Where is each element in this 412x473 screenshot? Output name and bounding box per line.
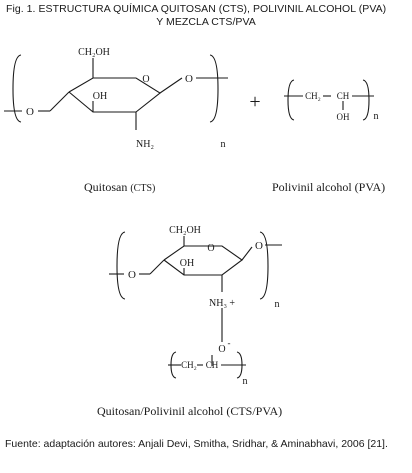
blend-ring-oxygen: O — [207, 243, 214, 254]
chemical-structure-diagram: CH₂OH O OH NH₂ O O n Quitosan (CTS) + CH… — [4, 47, 385, 418]
pva-ch-label: CH — [337, 91, 350, 101]
chitosan-right-bridge-oxygen: O — [185, 73, 193, 85]
blend-nh3-label: NH₃ + — [209, 298, 235, 309]
blend-repeat-n: n — [275, 299, 280, 310]
blend-right-bracket — [259, 231, 269, 300]
source-note: Fuente: adaptación autores: Anjali Devi,… — [5, 438, 388, 450]
pva-structure: CH₂ CH OH n Polivinil alcohol (PVA) — [272, 79, 385, 194]
blend-ch2-label: CH₂ — [181, 360, 197, 370]
chitosan-ring-oxygen: O — [142, 74, 149, 85]
blend-caption: Quitosan/Polivinil alcohol (CTS/PVA) — [97, 404, 282, 418]
chitosan-caption: Quitosan (CTS) — [84, 180, 155, 194]
blend-right-bridge-oxygen: O — [255, 240, 263, 252]
pva-ch2-label: CH₂ — [305, 91, 321, 101]
plus-operator: + — [249, 91, 260, 113]
blend-ch2oh-label: CH₂OH — [169, 225, 201, 236]
blend-o-minus-label: O — [218, 344, 225, 355]
blend-structure: CH₂OH O OH O O NH₃ + O - CH₂ CH n n Quit… — [97, 225, 282, 418]
pva-caption: Polivinil alcohol (PVA) — [272, 180, 385, 194]
chitosan-nh2-label: NH₂ — [136, 139, 154, 150]
blend-ch-label: CH — [206, 360, 219, 370]
chitosan-right-bracket — [209, 54, 219, 123]
pva-right-bracket — [362, 79, 370, 121]
blend-minus-charge: - — [228, 338, 231, 348]
chitosan-oh-label: OH — [93, 91, 107, 102]
pva-repeat-n: n — [374, 111, 379, 122]
chitosan-ch2oh-label: CH₂OH — [78, 47, 110, 58]
blend-oh-label: OH — [180, 258, 194, 269]
chitosan-left-bracket — [12, 54, 22, 123]
blend-left-bridge-oxygen: O — [128, 269, 136, 281]
blend-pva-repeat-n: n — [243, 376, 248, 387]
figure-title-line-1: Fig. 1. ESTRUCTURA QUÍMICA QUITOSAN (CTS… — [6, 3, 387, 15]
chitosan-left-bridge-oxygen: O — [26, 106, 34, 118]
blend-left-bracket — [116, 231, 126, 300]
figure-title: Fig. 1. ESTRUCTURA QUÍMICA QUITOSAN (CTS… — [6, 3, 406, 29]
pva-oh-label: OH — [337, 112, 350, 122]
chitosan-repeat-n: n — [221, 139, 226, 150]
pva-left-bracket — [287, 79, 295, 121]
chitosan-structure: CH₂OH O OH NH₂ O O n Quitosan (CTS) — [4, 47, 228, 194]
figure-title-line-2: Y MEZCLA CTS/PVA — [156, 16, 256, 28]
